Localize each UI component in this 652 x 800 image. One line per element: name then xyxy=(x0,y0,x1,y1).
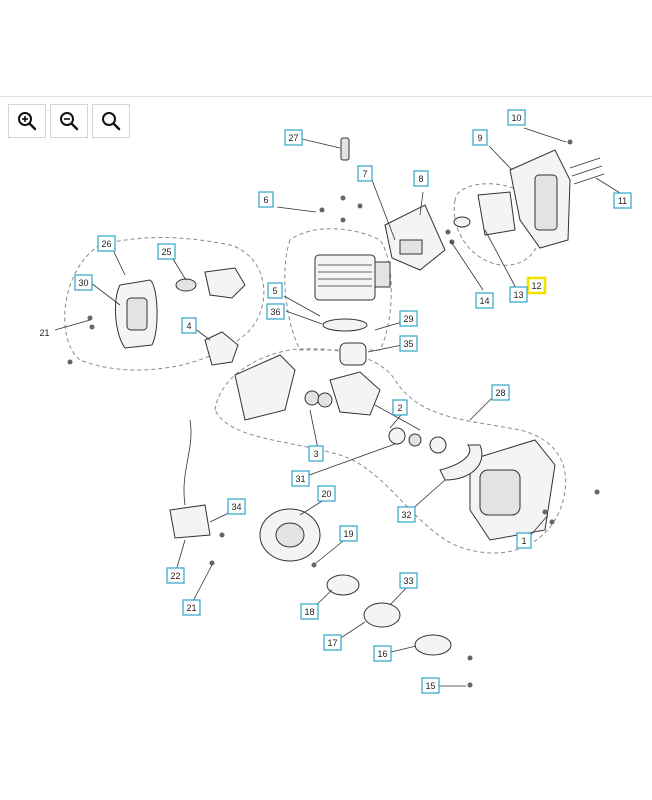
callout-label-text: 3 xyxy=(313,449,318,459)
callout-label-text: 27 xyxy=(288,133,298,143)
callout-17[interactable]: 17 xyxy=(323,634,342,651)
callout-12[interactable]: 12 xyxy=(526,276,547,295)
callout-label-text: 5 xyxy=(272,286,277,296)
callout-label-text: 34 xyxy=(231,502,241,512)
callout-3[interactable]: 3 xyxy=(308,445,324,462)
callout-30[interactable]: 30 xyxy=(74,274,93,291)
callout-label-text: 35 xyxy=(403,339,413,349)
zoom-out-icon xyxy=(60,112,79,131)
callout-label-text: 21 xyxy=(39,328,49,338)
zoom-in-icon xyxy=(18,112,37,131)
callout-label-text: 4 xyxy=(186,321,191,331)
page-header-area xyxy=(0,0,652,97)
callout-7[interactable]: 7 xyxy=(357,165,373,182)
callout-2[interactable]: 2 xyxy=(392,399,408,416)
callout-label-text: 28 xyxy=(495,388,505,398)
callout-label-text: 2 xyxy=(397,403,402,413)
callout-label-text: 7 xyxy=(362,169,367,179)
callout-1[interactable]: 1 xyxy=(516,532,532,549)
callout-18[interactable]: 18 xyxy=(300,603,319,620)
callout-6[interactable]: 6 xyxy=(258,191,274,208)
zoom-in-button[interactable] xyxy=(8,104,46,138)
callout-label-text: 30 xyxy=(78,278,88,288)
magnifier-icon xyxy=(102,112,121,131)
callout-label-text: 18 xyxy=(304,607,314,617)
callout-21a[interactable]: 21 xyxy=(39,328,49,338)
callout-13[interactable]: 13 xyxy=(509,286,528,303)
parts-illustration xyxy=(67,137,605,688)
callout-label-text: 17 xyxy=(327,638,337,648)
callout-21b[interactable]: 21 xyxy=(182,599,201,616)
zoom-out-button[interactable] xyxy=(50,104,88,138)
callout-label-text: 29 xyxy=(403,314,413,324)
callout-31[interactable]: 31 xyxy=(291,470,310,487)
callout-35[interactable]: 35 xyxy=(399,335,418,352)
callout-36[interactable]: 36 xyxy=(266,303,285,320)
callout-label-text: 8 xyxy=(418,174,423,184)
callout-label-text: 12 xyxy=(531,281,541,291)
callout-33[interactable]: 33 xyxy=(399,572,418,589)
callout-label-text: 11 xyxy=(618,196,627,206)
callout-label-text: 25 xyxy=(161,247,171,257)
callout-20[interactable]: 20 xyxy=(317,485,336,502)
callout-label-text: 15 xyxy=(425,681,435,691)
callout-label-text: 26 xyxy=(101,239,111,249)
callout-label-text: 20 xyxy=(321,489,331,499)
callout-29[interactable]: 29 xyxy=(399,310,418,327)
callout-26[interactable]: 26 xyxy=(97,235,116,252)
callout-10[interactable]: 10 xyxy=(507,109,526,126)
callout-27[interactable]: 27 xyxy=(284,129,303,146)
callout-22[interactable]: 22 xyxy=(166,567,185,584)
callout-label-text: 16 xyxy=(377,649,387,659)
callout-11[interactable]: 11 xyxy=(613,192,632,209)
callout-32[interactable]: 32 xyxy=(397,506,416,523)
callout-15[interactable]: 15 xyxy=(421,677,440,694)
callout-label-text: 13 xyxy=(513,290,523,300)
callout-8[interactable]: 8 xyxy=(413,170,429,187)
callout-19[interactable]: 19 xyxy=(339,525,358,542)
callout-14[interactable]: 14 xyxy=(475,292,494,309)
callout-25[interactable]: 25 xyxy=(157,243,176,260)
callout-label-text: 32 xyxy=(401,510,411,520)
callout-label-text: 21 xyxy=(186,603,196,613)
callout-5[interactable]: 5 xyxy=(267,282,283,299)
callout-label-text: 22 xyxy=(170,571,180,581)
callout-16[interactable]: 16 xyxy=(373,645,392,662)
callout-9[interactable]: 9 xyxy=(472,129,488,146)
callout-label-text: 1 xyxy=(521,536,526,546)
zoom-toolbar xyxy=(8,104,130,138)
callout-label-text: 6 xyxy=(263,195,268,205)
callout-label-text: 14 xyxy=(479,296,489,306)
callout-label-text: 19 xyxy=(343,529,353,539)
callout-label-text: 9 xyxy=(477,133,482,143)
callout-label-text: 36 xyxy=(270,307,280,317)
callout-4[interactable]: 4 xyxy=(181,317,197,334)
callout-34[interactable]: 34 xyxy=(227,498,246,515)
callout-label-text: 10 xyxy=(511,113,521,123)
exploded-parts-diagram: 1234567891011121314151617181920212122252… xyxy=(39,109,632,694)
zoom-reset-button[interactable] xyxy=(92,104,130,138)
callout-28[interactable]: 28 xyxy=(491,384,510,401)
callout-label-text: 31 xyxy=(295,474,305,484)
callout-label-text: 33 xyxy=(403,576,413,586)
